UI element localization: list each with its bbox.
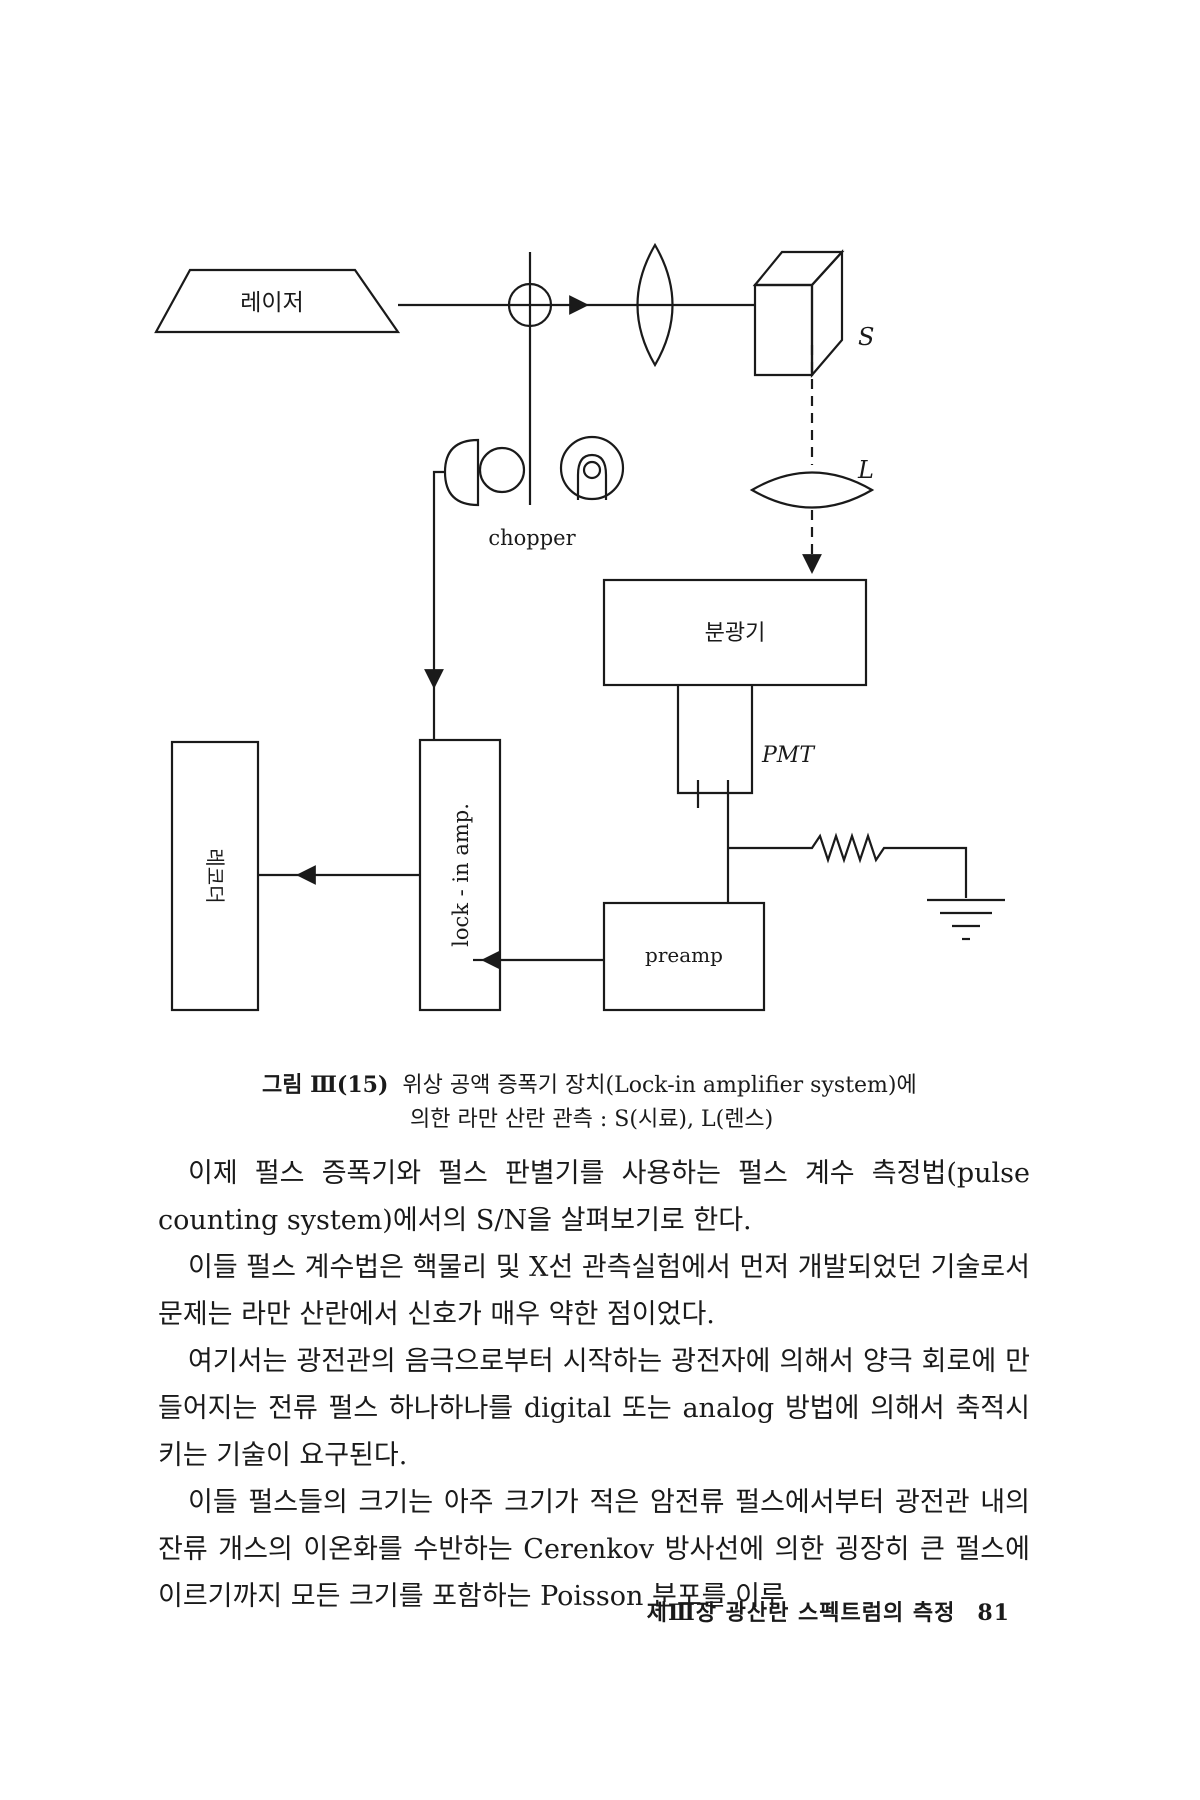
recorder-label: 레코더 bbox=[203, 848, 227, 903]
figure-caption: 그림 Ⅲ(15) 위상 공액 증폭기 장치(Lock-in amplifier s… bbox=[262, 1068, 1082, 1137]
recorder-box bbox=[170, 740, 260, 1012]
lockin-label: lock - in amp. bbox=[449, 803, 473, 947]
preamp-label: preamp bbox=[645, 943, 723, 967]
laser-label: 레이저 bbox=[240, 290, 303, 316]
paragraph-4: 이들 펄스들의 크기는 아주 크기가 적은 암전류 펄스에서부터 광전관 내의 … bbox=[158, 1487, 1030, 1612]
page-number: 81 bbox=[977, 1600, 1010, 1626]
sample-cube bbox=[752, 249, 845, 378]
spectrometer-box bbox=[602, 578, 868, 687]
paragraph-3: 여기서는 광전관의 음극으로부터 시작하는 광전자에 의해서 양극 회로에 만들… bbox=[158, 1346, 1030, 1471]
figure-number: 그림 Ⅲ(15) bbox=[262, 1072, 389, 1098]
page-footer: 제Ⅲ장 광산란 스펙트럼의 측정 81 bbox=[647, 1595, 1010, 1627]
preamp-box bbox=[602, 901, 766, 1012]
lens-label: L bbox=[857, 456, 874, 484]
pmt-label: PMT bbox=[761, 743, 816, 768]
paragraph-1: 이제 펄스 증폭기와 펄스 판별기를 사용하는 펄스 계수 측정법(pulse … bbox=[158, 1158, 1030, 1236]
paragraph-2: 이들 펄스 계수법은 핵물리 및 X선 관측실험에서 먼저 개발되었던 기술로서… bbox=[158, 1252, 1030, 1330]
laser-shape bbox=[154, 268, 401, 334]
sample-label: S bbox=[858, 323, 874, 351]
lockin-raman-setup-diagram: 레이저 S L chopper 분광기 PMT preamp lock - in… bbox=[154, 242, 1005, 1012]
focusing-lens bbox=[636, 242, 674, 368]
ground-symbol bbox=[927, 898, 1005, 941]
chapter-title: 제Ⅲ장 광산란 스펙트럼의 측정 bbox=[646, 1600, 956, 1626]
caption-text-1: 위상 공액 증폭기 장치(Lock-in amplifier system)에 bbox=[402, 1073, 917, 1098]
chopper bbox=[443, 435, 625, 507]
resistor bbox=[728, 832, 968, 898]
spectrometer-label: 분광기 bbox=[705, 621, 766, 646]
body-text: 이제 펄스 증폭기와 펄스 판별기를 사용하는 펄스 계수 측정법(pulse … bbox=[158, 1150, 1030, 1620]
reference-wire bbox=[424, 470, 445, 689]
collecting-lens bbox=[749, 471, 875, 509]
caption-line-2: 의한 라만 산란 관측 : S(시료), L(렌스) bbox=[410, 1107, 774, 1132]
chopper-label: chopper bbox=[488, 526, 576, 550]
pmt-box bbox=[676, 685, 754, 795]
caption-line-1: 그림 Ⅲ(15) 위상 공액 증폭기 장치(Lock-in amplifier s… bbox=[262, 1068, 1082, 1103]
